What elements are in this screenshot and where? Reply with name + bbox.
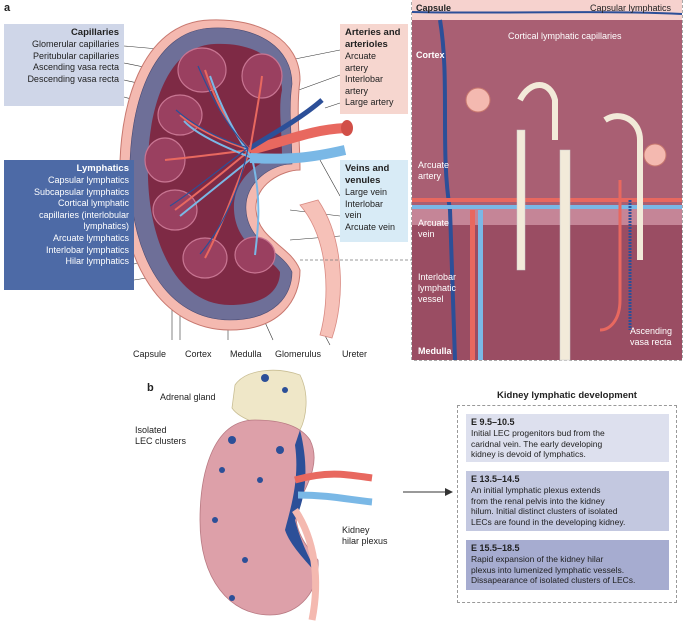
lymphatics-item: lymphatics): [83, 221, 129, 232]
lymphatics-box: Lymphatics Capsular lymphatics Subcapsul…: [4, 160, 134, 290]
veins-title: venules: [345, 175, 381, 186]
capillaries-item: Descending vasa recta: [27, 73, 119, 84]
panel-b-letter: b: [147, 382, 154, 394]
hilar-lymphatic-shape: [248, 98, 324, 151]
inset-arcuate-artery-line: artery: [418, 171, 442, 181]
ureter-shape: [299, 199, 341, 339]
veins-item: Large vein: [345, 187, 388, 197]
capillaries-item: Ascending vasa recta: [32, 62, 119, 73]
hilar-plexus-label: Kidney hilar plexus: [342, 525, 388, 547]
development-title: Kidney lymphatic development: [497, 390, 637, 401]
label-medulla: Medulla: [230, 349, 262, 359]
stage-desc: Initial LEC progenitors bud from the: [471, 428, 605, 438]
inset-interlobar-line: vessel: [418, 294, 444, 304]
capillaries-item: Glomerular capillaries: [31, 39, 119, 49]
arteries-item: Arcuate: [345, 51, 377, 61]
stage-box: E 13.5–14.5 An initial lymphatic plexus …: [466, 471, 669, 531]
isolated-lec-line: LEC clusters: [135, 436, 187, 446]
stage-title: E 13.5–14.5: [471, 474, 520, 484]
stage-desc: kidney is devoid of lymphatics.: [471, 449, 586, 459]
arteries-item: artery: [345, 85, 369, 96]
lymphatics-item: Subcapsular lymphatics: [33, 186, 129, 197]
stage-desc: from the renal pelvis into the kidney: [471, 495, 605, 506]
lymphatics-item: Interlobar lymphatics: [45, 244, 129, 255]
inset-panel: [411, 0, 683, 361]
label-ureter: Ureter: [342, 349, 368, 359]
lymphatic-branches: [169, 65, 249, 255]
isolated-lec-label: Isolated LEC clusters: [135, 425, 186, 447]
large-artery-end: [341, 120, 353, 136]
stage-desc: An initial lymphatic plexus extends: [471, 485, 601, 495]
inset-interlobar-label: Interlobar lymphatic vessel: [418, 272, 456, 305]
inset-capsule-label: Capsule: [416, 3, 452, 13]
label-capsule: Capsule: [133, 349, 167, 359]
lymphatics-item: Cortical lymphatic: [57, 198, 129, 209]
arteries-title: arterioles: [345, 39, 388, 50]
veins-item: Interlobar: [345, 198, 384, 209]
stage-box: E 15.5–18.5 Rapid expansion of the kidne…: [466, 540, 669, 590]
veins-box: Veins and venules Large vein Interlobar …: [340, 160, 408, 242]
stage-desc: Rapid expansion of the kidney hilar: [471, 554, 604, 564]
stage-desc: Dissapearance of isolated clusters of LE…: [471, 575, 636, 585]
isolated-lec-line: Isolated: [135, 425, 167, 435]
arteries-item: Interlobar: [345, 74, 384, 85]
inset-arcuate-vein-label: Arcuate vein: [418, 218, 449, 240]
inset-arcuate-vein-line: Arcuate: [418, 218, 450, 228]
inset-ascending-vasa-label: Ascending vasa recta: [630, 326, 672, 348]
veins-title: Veins and: [345, 163, 390, 174]
inset-cortex-label: Cortex: [416, 50, 445, 60]
adrenal-gland-label: Adrenal gland: [160, 392, 216, 402]
lymphatics-title: Lymphatics: [76, 163, 129, 174]
inset-cortical-lymphatic-label: Cortical lymphatic capillaries: [508, 31, 622, 41]
hilar-plexus-line: hilar plexus: [342, 536, 388, 546]
stage-title: E 9.5–10.5: [471, 417, 515, 427]
inset-capsular-lymphatics-label: Capsular lymphatics: [590, 3, 672, 13]
stage-desc: caridnal vein. The early developing: [471, 438, 603, 449]
inset-ascending-vasa-line: vasa recta: [630, 337, 672, 347]
stage-title: E 15.5–18.5: [471, 543, 520, 553]
capillaries-item: Peritubular capillaries: [32, 50, 119, 61]
veins-item: vein: [345, 210, 362, 221]
stage-desc: hilum. Initial distinct clusters of isol…: [471, 506, 618, 516]
inset-arcuate-artery-line: Arcuate: [418, 160, 450, 170]
inset-interlobar-line: Interlobar: [418, 272, 457, 282]
capillaries-title: Capillaries: [70, 27, 119, 38]
arteries-item: Large artery: [345, 97, 394, 108]
development-frame: E 9.5–10.5 Initial LEC progenitors bud f…: [457, 405, 677, 603]
inset-medulla-label: Medulla: [418, 346, 452, 356]
arteries-box: Arteries and arterioles Arcuate artery I…: [340, 24, 408, 114]
developing-kidney: [199, 369, 453, 621]
arteries-item: artery: [345, 62, 369, 73]
large-vein-shape: [249, 145, 347, 164]
inset-ascending-vasa-line: Ascending: [630, 326, 673, 336]
stage-desc: LECs are found in the developing kidney.: [471, 516, 626, 527]
inset-interlobar-line: lymphatic: [418, 283, 457, 293]
label-cortex: Cortex: [185, 349, 212, 359]
arteries-title: Arteries and: [345, 27, 401, 38]
lymphatics-item: Capsular lymphatics: [47, 175, 129, 185]
veins-item: Arcuate vein: [345, 221, 396, 232]
panel-a-letter: a: [4, 2, 11, 14]
hilar-plexus-line: Kidney: [342, 525, 370, 535]
stage-desc: plexus into lumenized lymphatic vessels.: [471, 564, 625, 575]
lymphatics-item: Arcuate lymphatics: [52, 232, 129, 243]
capillaries-box: Capillaries Glomerular capillaries Perit…: [4, 24, 124, 106]
inset-arcuate-vein-line: vein: [418, 229, 435, 239]
lymphatics-item: capillaries (interlobular: [38, 209, 129, 220]
large-artery-shape: [248, 123, 346, 155]
label-glomerulus: Glomerulus: [275, 349, 322, 359]
stage-box: E 9.5–10.5 Initial LEC progenitors bud f…: [466, 414, 669, 462]
inset-arcuate-artery-label: Arcuate artery: [418, 160, 449, 182]
lymphatics-item: Hilar lymphatics: [65, 256, 129, 267]
